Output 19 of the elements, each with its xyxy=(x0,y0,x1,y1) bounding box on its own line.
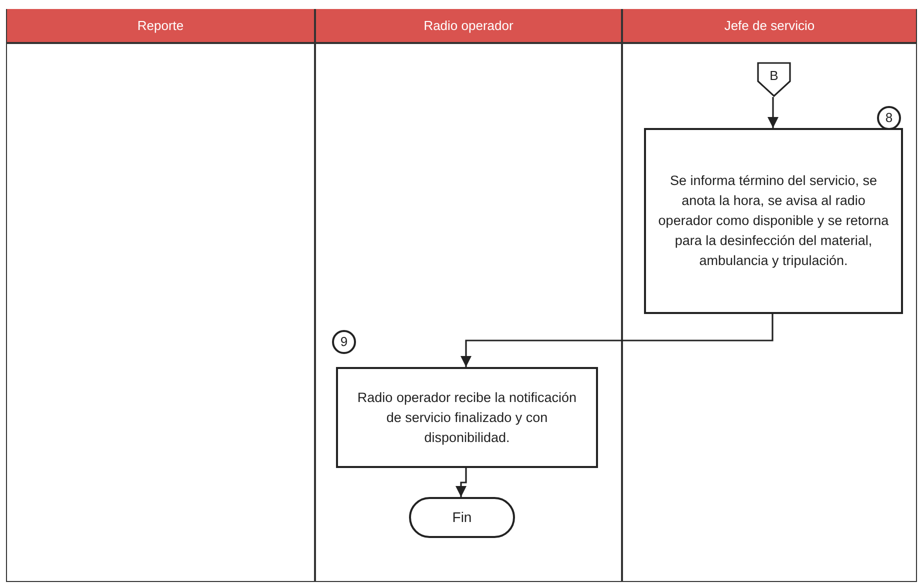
process-text: Se informa término del servicio, se anota la hora, se avisa al radio operador como disponible y se retorna para la desinfección del material, ambulancia y tripulación. xyxy=(658,172,889,270)
swimlane xyxy=(6,9,315,582)
process-text: Radio operador recibe la notificación de servicio finalizado y con disponibilidad. xyxy=(356,388,578,447)
lane-header: Reporte xyxy=(7,9,314,44)
off-page-connector xyxy=(757,62,791,97)
arrow xyxy=(767,97,779,128)
step-number: 9 xyxy=(332,330,356,354)
connector-label: B xyxy=(770,67,778,85)
lane-header: Jefe de servicio xyxy=(623,9,916,44)
process-box xyxy=(336,367,598,468)
arrow xyxy=(455,468,467,497)
terminal-label: Fin xyxy=(452,508,472,527)
arrow xyxy=(460,314,774,367)
lane-header: Radio operador xyxy=(316,9,621,44)
swimlane xyxy=(315,9,622,582)
swimlane xyxy=(622,9,917,582)
step-number: 8 xyxy=(877,106,901,130)
terminal-shape xyxy=(409,497,515,538)
process-box xyxy=(644,128,903,314)
